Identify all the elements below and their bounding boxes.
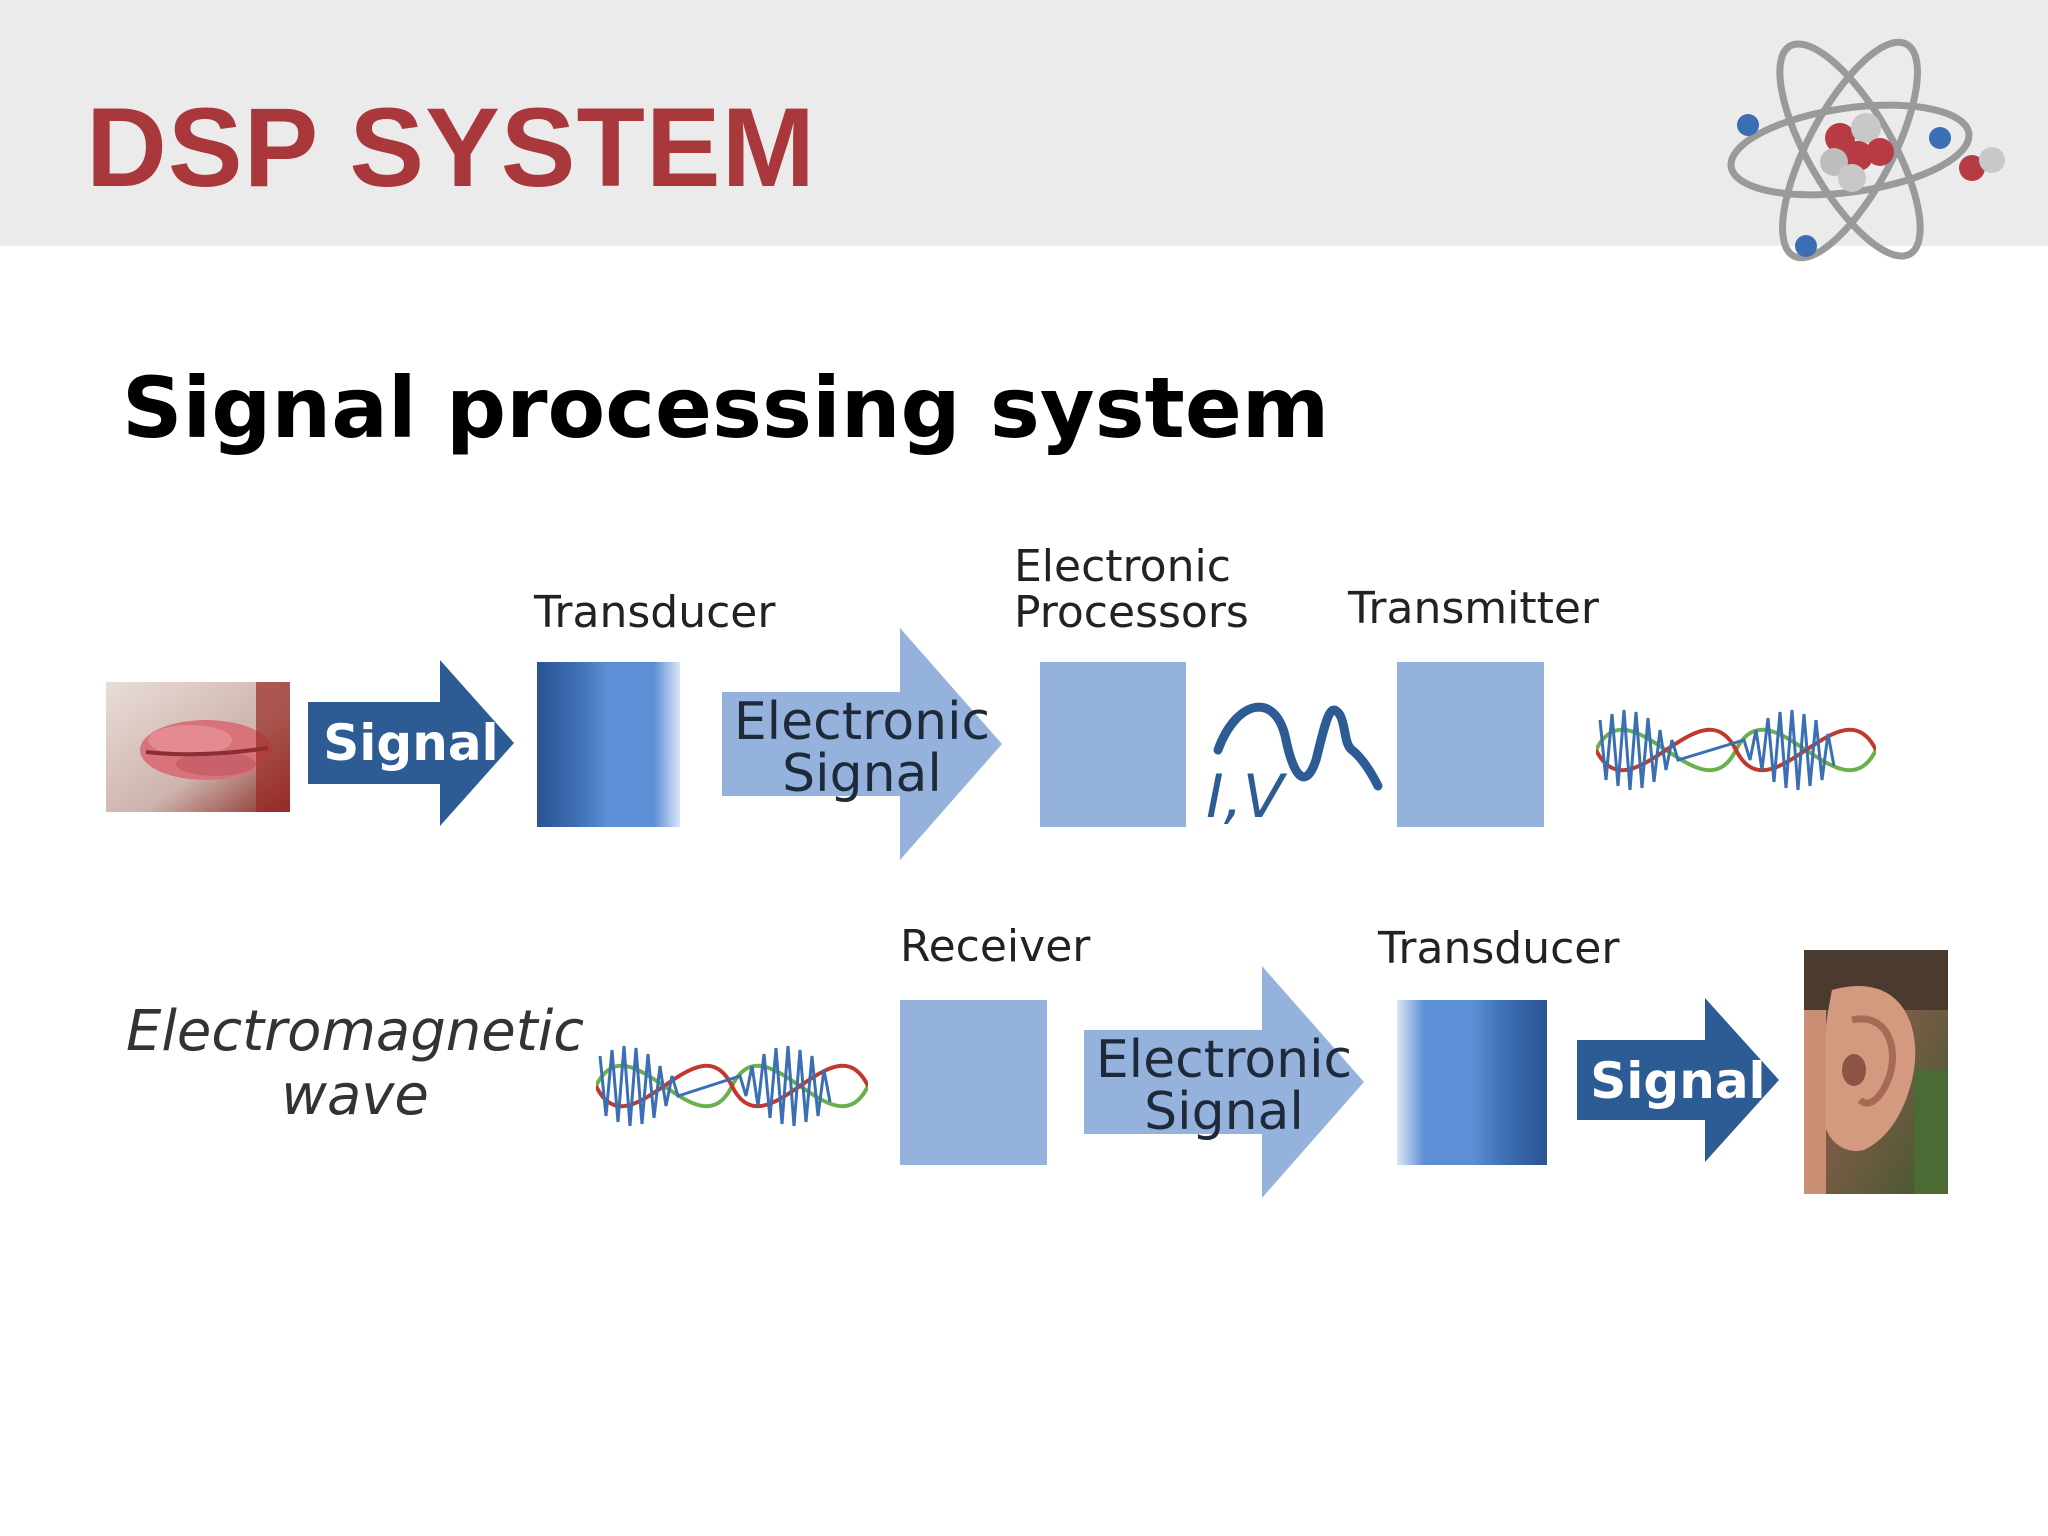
header-band (0, 0, 2048, 246)
signal-arrow (308, 660, 514, 826)
receiver-block (900, 1000, 1047, 1165)
processors-label: Electronic Processors (1014, 541, 1249, 639)
slide-title: DSP SYSTEM (86, 85, 816, 210)
transmitter-block (1397, 662, 1544, 827)
wave-axis-label: I,V (1206, 762, 1284, 832)
electronic-signal-arrow (1084, 966, 1364, 1198)
transducer-label: Transducer (534, 587, 776, 638)
electronic-signal-arrow-label: Electronic Signal (1095, 1030, 1353, 1142)
transducer-block (1397, 1000, 1547, 1165)
em-wave-icon (1596, 709, 1876, 791)
slide-subtitle: Signal processing system (122, 359, 1330, 457)
em-wave-icon (596, 1045, 868, 1127)
transducer-block (537, 662, 680, 827)
atom-logo-icon (1727, 38, 2005, 262)
signal-arrow-label: Signal (1590, 1052, 1766, 1110)
em-wave-label: Electromagnetic wave (125, 999, 585, 1129)
signal-arrow-label: Signal (323, 714, 499, 772)
ear-photo (1804, 950, 1948, 1194)
signal-arrow (1577, 998, 1779, 1162)
signal-processing-diagram: Signal Transducer Electronic Signal Elec… (0, 520, 2048, 1240)
analog-signal-icon (1213, 702, 1383, 791)
receiver-label: Receiver (900, 921, 1091, 972)
mouth-photo (106, 682, 290, 812)
transducer-label: Transducer (1378, 923, 1620, 974)
electronic-signal-arrow (722, 628, 1002, 860)
electronic-signal-arrow-label: Electronic Signal (733, 692, 991, 804)
processors-block (1040, 662, 1186, 827)
transmitter-label: Transmitter (1348, 583, 1600, 634)
